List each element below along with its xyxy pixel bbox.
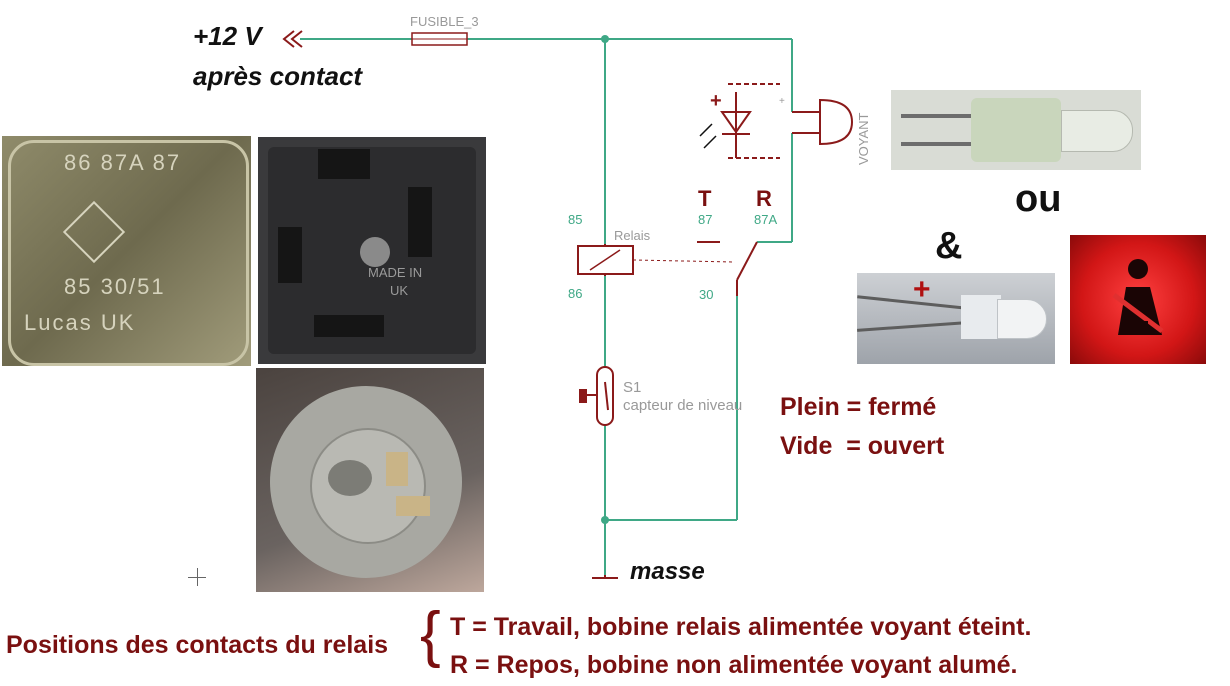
relay-photo-brand: Lucas UK — [24, 310, 136, 335]
or-label: ou — [1015, 178, 1062, 220]
relay-photo-top-pins: 86 87A 87 — [64, 150, 182, 175]
socket-screw-icon — [360, 237, 390, 267]
fuse-label: FUSIBLE_3 — [410, 14, 479, 29]
pin-86-label: 86 — [568, 286, 582, 301]
sensor-photo — [256, 368, 484, 592]
socket-slot-bottom-icon — [314, 315, 384, 337]
state-empty: Vide = ouvert — [780, 432, 945, 460]
relay-photo: 86 87A 87 85 30/51 Lucas UK — [2, 136, 251, 366]
indicator-label: VOYANT — [856, 112, 871, 165]
supply-arrow-icon — [282, 30, 303, 48]
junction-top — [601, 35, 609, 43]
relay-photo-bottom-pins: 85 30/51 — [64, 274, 166, 299]
socket-made-in: MADE IN — [368, 265, 423, 280]
level-sensor-symbol — [579, 366, 614, 426]
pin-30-label: 30 — [699, 287, 713, 302]
legend-title: Positions des contacts du relais — [6, 631, 389, 659]
ground-label: masse — [630, 558, 705, 585]
state-full: Plein = fermé — [780, 393, 937, 421]
supply-note-label: après contact — [193, 61, 363, 91]
led-symbol — [720, 83, 854, 159]
bulb-glass-icon — [1061, 110, 1133, 152]
legend-rest: R = Repos, bobine non alimentée voyant a… — [450, 651, 1018, 679]
pin-87-label: 87 — [698, 212, 712, 227]
relay-socket-photo: MADE IN UK — [258, 137, 486, 364]
bulb-base-icon — [971, 98, 1061, 162]
seatbelt-warning-photo — [1070, 235, 1206, 364]
junction-bottom — [601, 516, 609, 524]
socket-made-in-country: UK — [390, 283, 409, 298]
supply-voltage-label: +12 V — [193, 21, 262, 51]
legend-brace: { — [420, 600, 441, 669]
led-plus-label: + — [710, 90, 722, 112]
bulb-photo — [891, 90, 1141, 170]
wires — [300, 38, 793, 575]
contact-t-label: T — [698, 186, 712, 211]
sensor-terminal-2-icon — [396, 496, 430, 516]
socket-slot-left-icon — [278, 227, 302, 283]
contact-r-label: R — [756, 186, 772, 211]
led-emission-arrows-icon — [699, 123, 717, 149]
sensor-terminal-1-icon — [386, 452, 408, 486]
indicator-plus-small: + — [779, 96, 785, 107]
seatbelt-icon — [1112, 259, 1164, 335]
pin-87a-label: 87A — [754, 212, 777, 227]
relay-label: Relais — [614, 228, 651, 243]
led-lens-icon — [997, 299, 1047, 339]
led-photo: + — [857, 273, 1055, 364]
switch-label: capteur de niveau — [623, 397, 742, 414]
pin-85-label: 85 — [568, 212, 582, 227]
and-label: & — [935, 225, 963, 267]
switch-ref: S1 — [623, 379, 641, 396]
legend-work: T = Travail, bobine relais alimentée voy… — [450, 613, 1032, 641]
socket-slot-right-icon — [408, 187, 432, 257]
sensor-logo-icon — [328, 460, 372, 496]
relay-switch-blade — [736, 241, 758, 281]
led-photo-plus: + — [913, 273, 931, 306]
socket-slot-top-icon — [318, 149, 370, 179]
